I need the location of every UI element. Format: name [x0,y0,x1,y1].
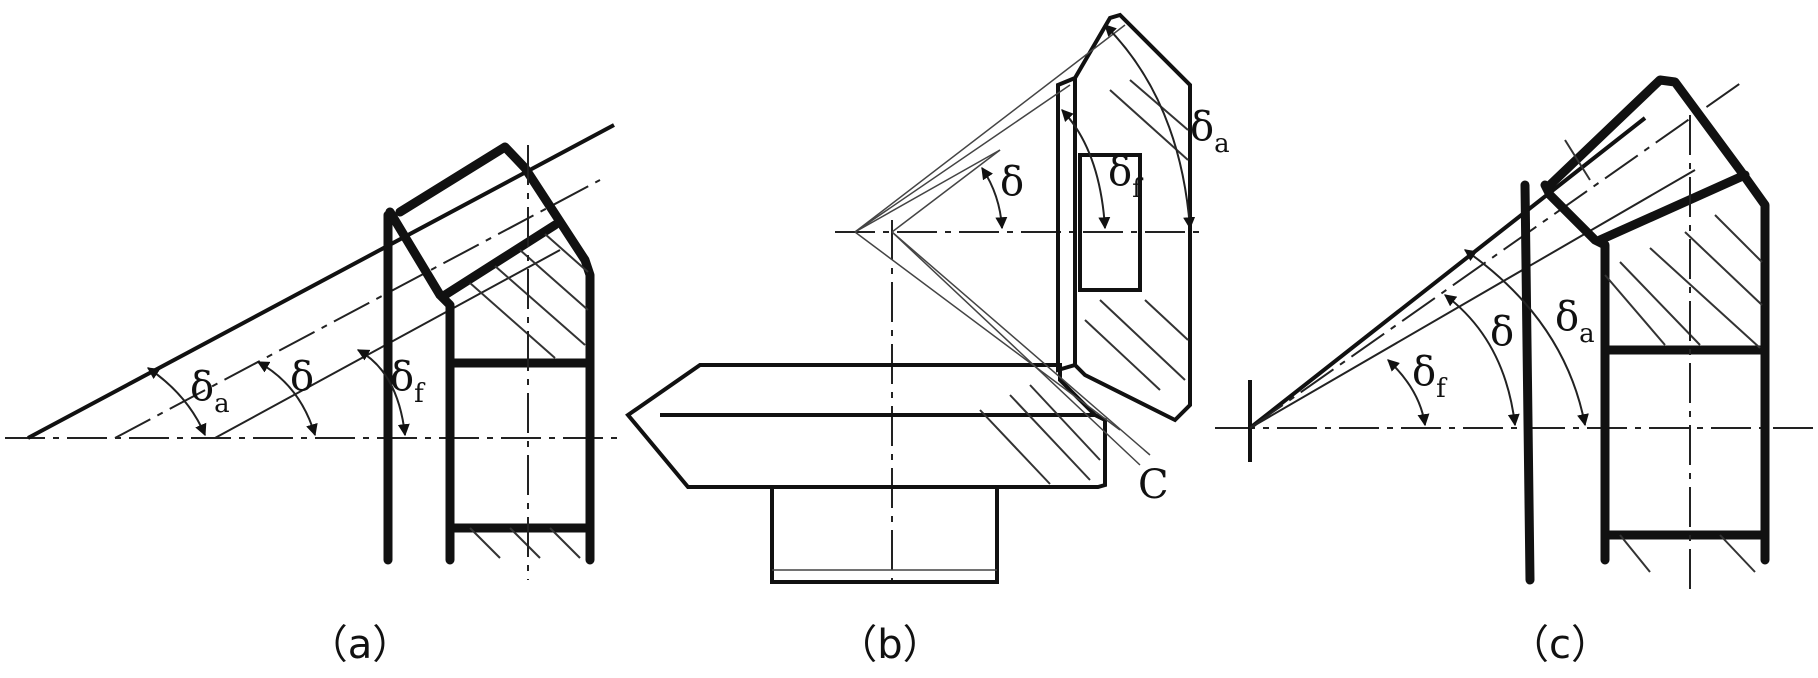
panel-b-root-angle-arc [1061,109,1111,230]
panel-a-label-delta-f: δf [390,354,426,409]
panel-b-label-c: C [1138,462,1169,508]
panel-c-tip-cone-line [1248,116,1647,430]
panel-a-label-delta: δ [290,354,314,400]
panel-b-caption: （b） [790,612,990,670]
panel-b-label-delta-a: δa [1190,104,1230,159]
panel-a-caption-text: （a） [307,622,413,668]
panel-a-label-delta-a: δa [190,364,230,419]
panel-a-gear-outline [385,142,595,565]
panel-c-pitch-cone-line [1249,79,1746,429]
panel-b-lower-gear-outline [625,363,1107,489]
panel-c-caption-text: （c） [1509,622,1611,668]
panel-c-caption: （c） [1460,612,1660,670]
panel-b-upper-gear-outline [1056,12,1192,423]
panel-a-root-angle-arc [356,349,410,437]
panel-c-label-delta-f: δf [1412,349,1448,404]
panel-b-lower-hatching [979,384,1101,485]
panel-b-pitch-angle-arc [981,167,1008,230]
panel-c-root-cone-line [1249,169,1696,429]
panel-b-label-delta-f: δf [1108,149,1144,204]
panel-c-label-delta: δ [1490,309,1514,355]
panel-c-root-angle-arc [1387,359,1430,427]
panel-b-upper-hatching [1084,79,1189,391]
panel-a-drawing: δa δ δf [5,123,625,580]
panel-b-cone-lines [854,24,1151,466]
panel-a-caption: （a） [260,612,460,670]
panel-b-tip-angle-arc [1104,24,1196,230]
panel-c-hatching [1564,139,1763,573]
panel-b-drawing: δ δf δa C [625,12,1230,590]
panel-a-hatching [469,233,589,559]
panel-a-tip-cone-line [27,123,615,440]
panel-a-pitch-angle-arc [256,361,318,437]
panel-b-label-delta: δ [1000,159,1024,205]
panel-c-drawing: δf δ δa [1215,75,1815,590]
panel-c-tip-angle-arc [1464,249,1589,427]
panel-a-tip-angle-arc [147,367,207,437]
panel-b-caption-text: （b） [837,622,943,668]
panel-b-shaft [770,485,999,584]
panel-c-label-delta-a: δa [1555,294,1595,349]
